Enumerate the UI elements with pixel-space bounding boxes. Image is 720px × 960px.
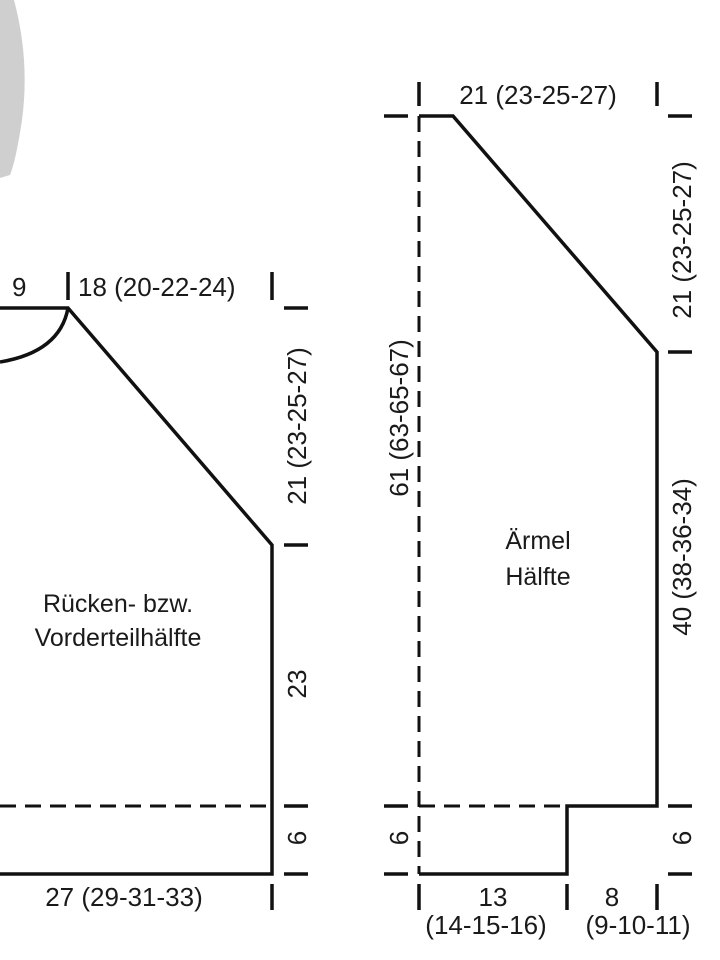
sleeve-rib-height-right: 6 [667,831,697,845]
body-title-line2: Vorderteilhälfte [35,624,202,652]
sleeve-rib-height-left: 6 [384,831,414,845]
body-piece: 9 18 (20-22-24) 21 (23-25-27) 23 6 27 (2… [0,272,312,912]
body-outline [0,306,274,876]
sleeve-top-width: 21 (23-25-27) [459,80,617,110]
body-bottom-width: 27 (29-31-33) [45,882,203,912]
sleeve-total-height: 61 (63-65-67) [384,339,414,497]
sleeve-piece: 21 (23-25-27) 61 (63-65-67) 21 (23-25-27… [384,80,697,940]
sleeve-title-line1: Ärmel [505,527,570,555]
sleeve-body-height: 40 (38-36-34) [667,478,697,636]
sleeve-bottom-right-width: 8 [605,882,619,912]
body-neck-curve [0,307,70,364]
photo-remnant [0,0,25,178]
body-side-height: 23 [282,670,312,699]
sleeve-bottom-left-width: 13 [479,882,508,912]
sleeve-title-line2: Hälfte [505,563,570,591]
body-shoulder-width: 18 (20-22-24) [78,272,236,302]
sleeve-outline [419,114,659,876]
sleeve-bottom-right-width-sizes: (9-10-11) [585,910,690,940]
body-shoulder-height: 21 (23-25-27) [282,347,312,505]
sleeve-bottom-left-width-sizes: (14-15-16) [425,910,546,940]
body-title-line1: Rücken- bzw. [43,590,193,618]
sleeve-cap-height: 21 (23-25-27) [667,161,697,319]
body-neck-width: 9 [12,272,26,302]
body-rib-height: 6 [282,831,312,845]
